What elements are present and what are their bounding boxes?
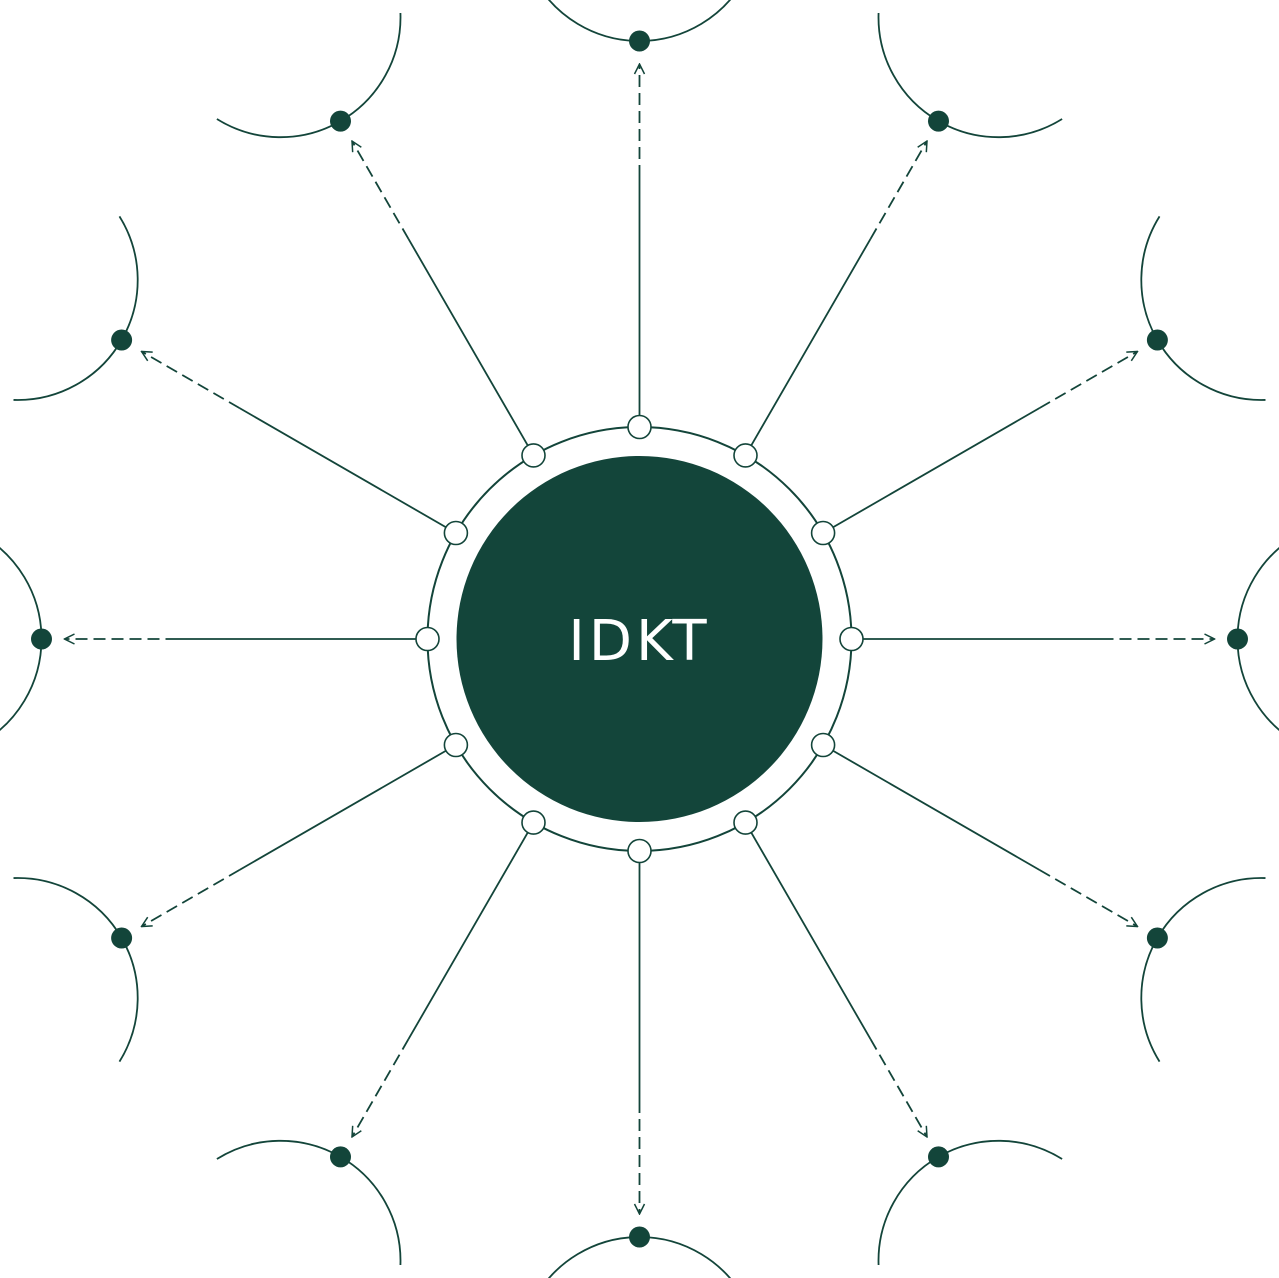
hub-port [627,838,652,864]
hub-port [733,443,758,468]
endpoint-dot [31,628,52,650]
endpoint-dot [111,329,133,351]
endpoint-dot [330,1146,351,1168]
endpoint-arc [877,12,1063,139]
hub-port [839,626,864,652]
endpoint-dot [629,30,650,52]
hub-port [521,443,546,468]
endpoint-dot [1146,927,1168,949]
hub-port [521,810,546,835]
endpoint-dot [928,110,949,132]
spoke-dashed-arrow [142,869,240,927]
endpoint-nodes [31,30,1248,1248]
spoke-solid-line [238,407,447,529]
endpoint-dot [1227,628,1248,650]
spoke-connections [65,64,1215,1214]
endpoint-arc [877,1139,1063,1266]
spoke-dashed-arrow [869,141,928,240]
hub-port [733,810,758,835]
spoke-dashed-arrow [352,141,410,240]
endpoint-arc [1140,877,1266,1063]
hub-port [415,626,440,652]
spoke-dashed-arrow [1039,352,1138,409]
hub-port [810,520,836,546]
spoke-solid-line [832,749,1041,871]
endpoint-arc [1140,215,1266,401]
endpoint-dot [629,1226,650,1248]
hub-port [627,414,652,440]
spoke-solid-line [832,407,1041,529]
spoke-dashed-arrow [869,1038,928,1137]
spoke-dashed-arrow [1039,869,1138,927]
hub-port [443,520,469,546]
spoke-solid-line [750,238,872,446]
endpoint-dot [111,927,133,949]
spoke-dashed-arrow [352,1038,410,1137]
spoke-solid-line [407,832,529,1040]
hub-label: IDKT [568,609,710,674]
hub-core [456,456,823,822]
spoke-solid-line [750,832,872,1040]
endpoint-arc [13,877,139,1063]
endpoint-dot [928,1146,949,1168]
endpoint-arc [13,215,139,401]
endpoint-dot [330,110,351,132]
endpoint-arc [216,12,402,139]
hub-port [810,732,836,758]
hub-ports [415,414,864,864]
endpoint-dot [1146,329,1168,351]
spoke-solid-line [407,238,529,446]
spoke-dashed-arrow [142,352,240,409]
hub-port [443,732,469,758]
endpoint-arc [216,1139,402,1266]
spoke-solid-line [238,749,447,871]
